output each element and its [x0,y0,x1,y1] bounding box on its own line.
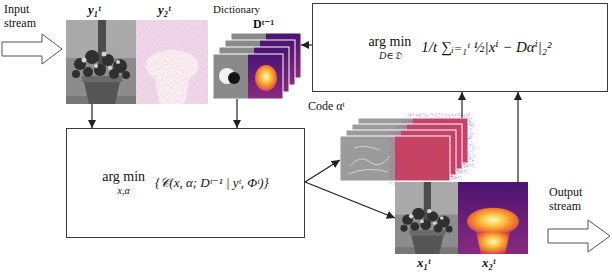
image-panel: DictionaryDᵗ⁻¹ [213,34,301,99]
stream-label: Input stream [4,3,48,31]
thermal-output-image [467,208,519,254]
formula-text: arg min [102,169,145,185]
grayscale-output-image [395,182,458,254]
input-stream-arrow [2,34,62,64]
formula-text: 1/t ∑ᵢ₌₁ᵗ ½|xⁱ − Dαⁱ|₂² [421,39,551,56]
grayscale-input-image [66,20,136,104]
noisy-thermal-input-image [136,20,208,104]
flow-arrow [305,160,340,182]
flow-arrow [236,99,237,128]
flow-arrow [517,92,518,182]
image-label: x₂ᵗ [482,256,495,271]
grayscale-input-image [66,20,136,104]
flow-arrow [305,182,395,218]
dictionary-atoms [213,33,301,99]
noisy-thermal-input-image [136,20,208,104]
flow-arrow [301,44,312,45]
dictionary-atoms [213,54,283,99]
image-label: Dᵗ⁻¹ [253,18,274,32]
image-label: Code αᵗ [308,100,345,114]
formula-row: arg minD∈𝔇 1/t ∑ᵢ₌₁ᵗ ½|xⁱ − Dαⁱ|₂² [368,34,551,62]
thermal-output-image [458,182,528,254]
formula-text: {𝒞(x, α; Dᵗ⁻¹ | yᵗ, Φᵗ)} [155,176,269,191]
image-label: Dictionary [213,3,260,16]
grayscale-output-image [395,182,458,254]
image-label: y₂ᵗ [158,3,171,18]
noisy-thermal-input-image [136,20,208,104]
thermal-output-image [458,182,528,254]
image-panel: x₁ᵗ [395,182,458,254]
process-box: arg minD∈𝔇 1/t ∑ᵢ₌₁ᵗ ½|xⁱ − Dαⁱ|₂² [312,3,608,92]
image-panel: y₁ᵗ [66,20,136,104]
formula-row: arg minx,α {𝒞(x, α; Dᵗ⁻¹ | yᵗ, Φᵗ)} [102,169,269,197]
formula-part: arg minD∈𝔇 [368,34,411,62]
image-panel: x₂ᵗ [458,182,528,254]
sparse-code-maps [340,136,450,181]
formula-part: 1/t ∑ᵢ₌₁ᵗ ½|xⁱ − Dαⁱ|₂² [421,39,551,56]
image-panel: y₂ᵗ [136,20,208,104]
input-stream-arrow [2,34,62,64]
formula-text: x,α [118,185,130,197]
formula-part: {𝒞(x, α; Dᵗ⁻¹ | yᵗ, Φᵗ)} [155,176,269,191]
sparse-code-maps [340,118,468,181]
formula-text: D∈𝔇 [379,50,401,62]
output-stream-arrow [548,220,610,252]
flow-arrow [91,104,92,128]
output-stream-arrow [548,220,610,252]
formula-part: arg minx,α [102,169,145,197]
flow-arrow [461,92,462,118]
image-label: x₁ᵗ [417,256,430,271]
image-label: y₁ᵗ [88,3,101,18]
formula-text: arg min [368,34,411,50]
stream-label: Output stream [549,186,599,214]
process-box: arg minx,α {𝒞(x, α; Dᵗ⁻¹ | yᵗ, Φᵗ)} [66,128,305,238]
image-panel: Code αᵗ [340,118,468,181]
